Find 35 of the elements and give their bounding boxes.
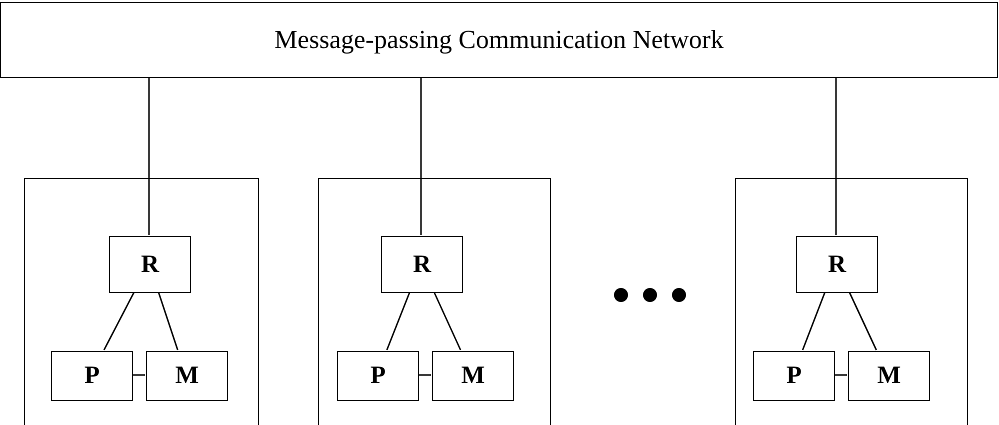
component-label: R xyxy=(828,250,846,278)
component-label: M xyxy=(877,362,901,390)
connector-line xyxy=(386,292,410,350)
component-label: P xyxy=(84,362,100,390)
connector-line xyxy=(158,292,178,350)
component-label: M xyxy=(461,362,485,390)
network-label: Message-passing Communication Network xyxy=(274,25,724,55)
network-box xyxy=(0,2,998,78)
connector-line xyxy=(148,78,150,235)
node-frame xyxy=(24,178,259,425)
component-box xyxy=(337,351,419,401)
connector-line xyxy=(834,374,847,376)
connector-line xyxy=(802,292,826,350)
node-frame xyxy=(735,178,968,425)
component-box xyxy=(109,236,191,293)
node-frame xyxy=(318,178,551,425)
component-label: P xyxy=(370,362,386,390)
component-box xyxy=(51,351,133,401)
connector-line xyxy=(418,374,431,376)
component-box xyxy=(753,351,835,401)
connector-line xyxy=(132,374,145,376)
connector-line xyxy=(848,292,878,350)
component-label: P xyxy=(786,362,802,390)
connector-line xyxy=(420,78,422,235)
connector-line xyxy=(433,292,462,350)
component-box xyxy=(432,351,514,401)
component-label: M xyxy=(175,362,199,390)
component-label: R xyxy=(412,250,432,278)
component-box xyxy=(796,236,878,293)
component-label: R xyxy=(140,250,160,278)
component-box xyxy=(848,351,930,401)
connector-line xyxy=(103,292,135,350)
component-box xyxy=(381,236,463,293)
connector-line xyxy=(835,78,837,235)
component-box xyxy=(146,351,228,401)
